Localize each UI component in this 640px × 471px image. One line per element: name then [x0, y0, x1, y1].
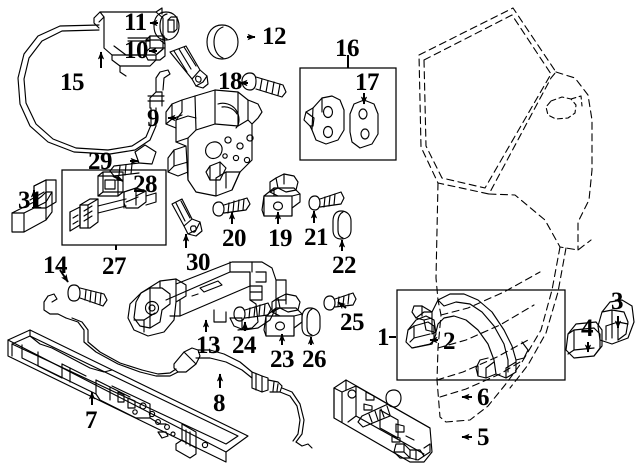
- part-30-latch-bolt-long: [171, 198, 203, 237]
- callout-26[interactable]: 26: [302, 346, 327, 373]
- part-15-lock-actuator-cable: [17, 7, 171, 155]
- callout-3[interactable]: 3: [611, 288, 624, 315]
- callout-6[interactable]: 6: [477, 384, 490, 411]
- callout-1[interactable]: 1: [377, 324, 390, 351]
- callout-2[interactable]: 2: [443, 328, 456, 355]
- callout-15[interactable]: 15: [60, 69, 85, 96]
- part-20-hinge-bolt-upper: [212, 197, 251, 217]
- part-19-lower-hinge-bracket: [261, 173, 301, 217]
- callout-22[interactable]: 22: [332, 252, 357, 279]
- callout-30[interactable]: 30: [186, 249, 211, 276]
- part-11-access-plug: [153, 11, 180, 41]
- callout-18[interactable]: 18: [218, 68, 243, 95]
- part-1-door-handle: [411, 293, 529, 379]
- callout-8[interactable]: 8: [213, 390, 226, 417]
- callout-28[interactable]: 28: [133, 171, 158, 198]
- callout-23[interactable]: 23: [270, 346, 295, 373]
- callout-16[interactable]: 16: [335, 35, 360, 62]
- part-28-check-link-pad: [97, 171, 124, 197]
- callout-10[interactable]: 10: [124, 37, 149, 64]
- callout-24[interactable]: 24: [232, 332, 257, 359]
- callout-5[interactable]: 5: [477, 424, 490, 451]
- part-23-upper-hinge-bracket: [263, 293, 303, 337]
- callout-25[interactable]: 25: [340, 309, 365, 336]
- callout-21[interactable]: 21: [304, 224, 329, 251]
- callout-31[interactable]: 31: [18, 187, 43, 214]
- door-handle-box: [396, 289, 566, 381]
- part-4-key-cylinder-cover: [565, 321, 603, 359]
- part-10-latch-bolt: [169, 45, 209, 89]
- part-5-handle-base-carrier: [333, 379, 433, 463]
- part-7-door-sill-trim-plate: [7, 329, 249, 463]
- ghost-door-panel: [418, 7, 593, 423]
- callout-9[interactable]: 9: [147, 105, 160, 132]
- part-12-round-cap: [206, 24, 239, 60]
- striker-kit-box: [299, 67, 397, 161]
- part-24-hinge-bolt-lower: [233, 302, 272, 322]
- callout-29[interactable]: 29: [88, 148, 113, 175]
- ghost-door-handle-recess: [545, 95, 583, 120]
- part-21-hinge-pin-bolt: [308, 191, 345, 211]
- part-27-check-link-assembly: [69, 187, 157, 232]
- part-26-hinge-bushing: [301, 307, 321, 337]
- callout-4[interactable]: 4: [581, 315, 594, 342]
- callout-12[interactable]: 12: [262, 23, 287, 50]
- part-22-hinge-bushing-cap: [332, 210, 352, 240]
- part-17-striker-shim: [303, 95, 379, 149]
- part-13-window-regulator-motor: [127, 261, 287, 337]
- part-8-latch-release-cable: [43, 293, 313, 449]
- check-link-box: [61, 169, 167, 246]
- part-9-door-latch-assembly: [165, 89, 263, 197]
- part-25-hinge-screw: [323, 292, 357, 311]
- callout-14[interactable]: 14: [43, 252, 68, 279]
- part-6-handle-carrier-screw: [357, 389, 402, 428]
- callout-19[interactable]: 19: [268, 225, 293, 252]
- callout-13[interactable]: 13: [196, 332, 221, 359]
- callout-17[interactable]: 17: [355, 69, 380, 96]
- callout-leaders: [30, 19, 622, 441]
- callout-27[interactable]: 27: [102, 253, 127, 280]
- callout-20[interactable]: 20: [222, 225, 247, 252]
- callout-7[interactable]: 7: [85, 407, 98, 434]
- part-18-striker-bolt: [241, 72, 287, 98]
- part-14-regulator-bolt: [67, 284, 108, 307]
- callout-11[interactable]: 11: [124, 9, 147, 36]
